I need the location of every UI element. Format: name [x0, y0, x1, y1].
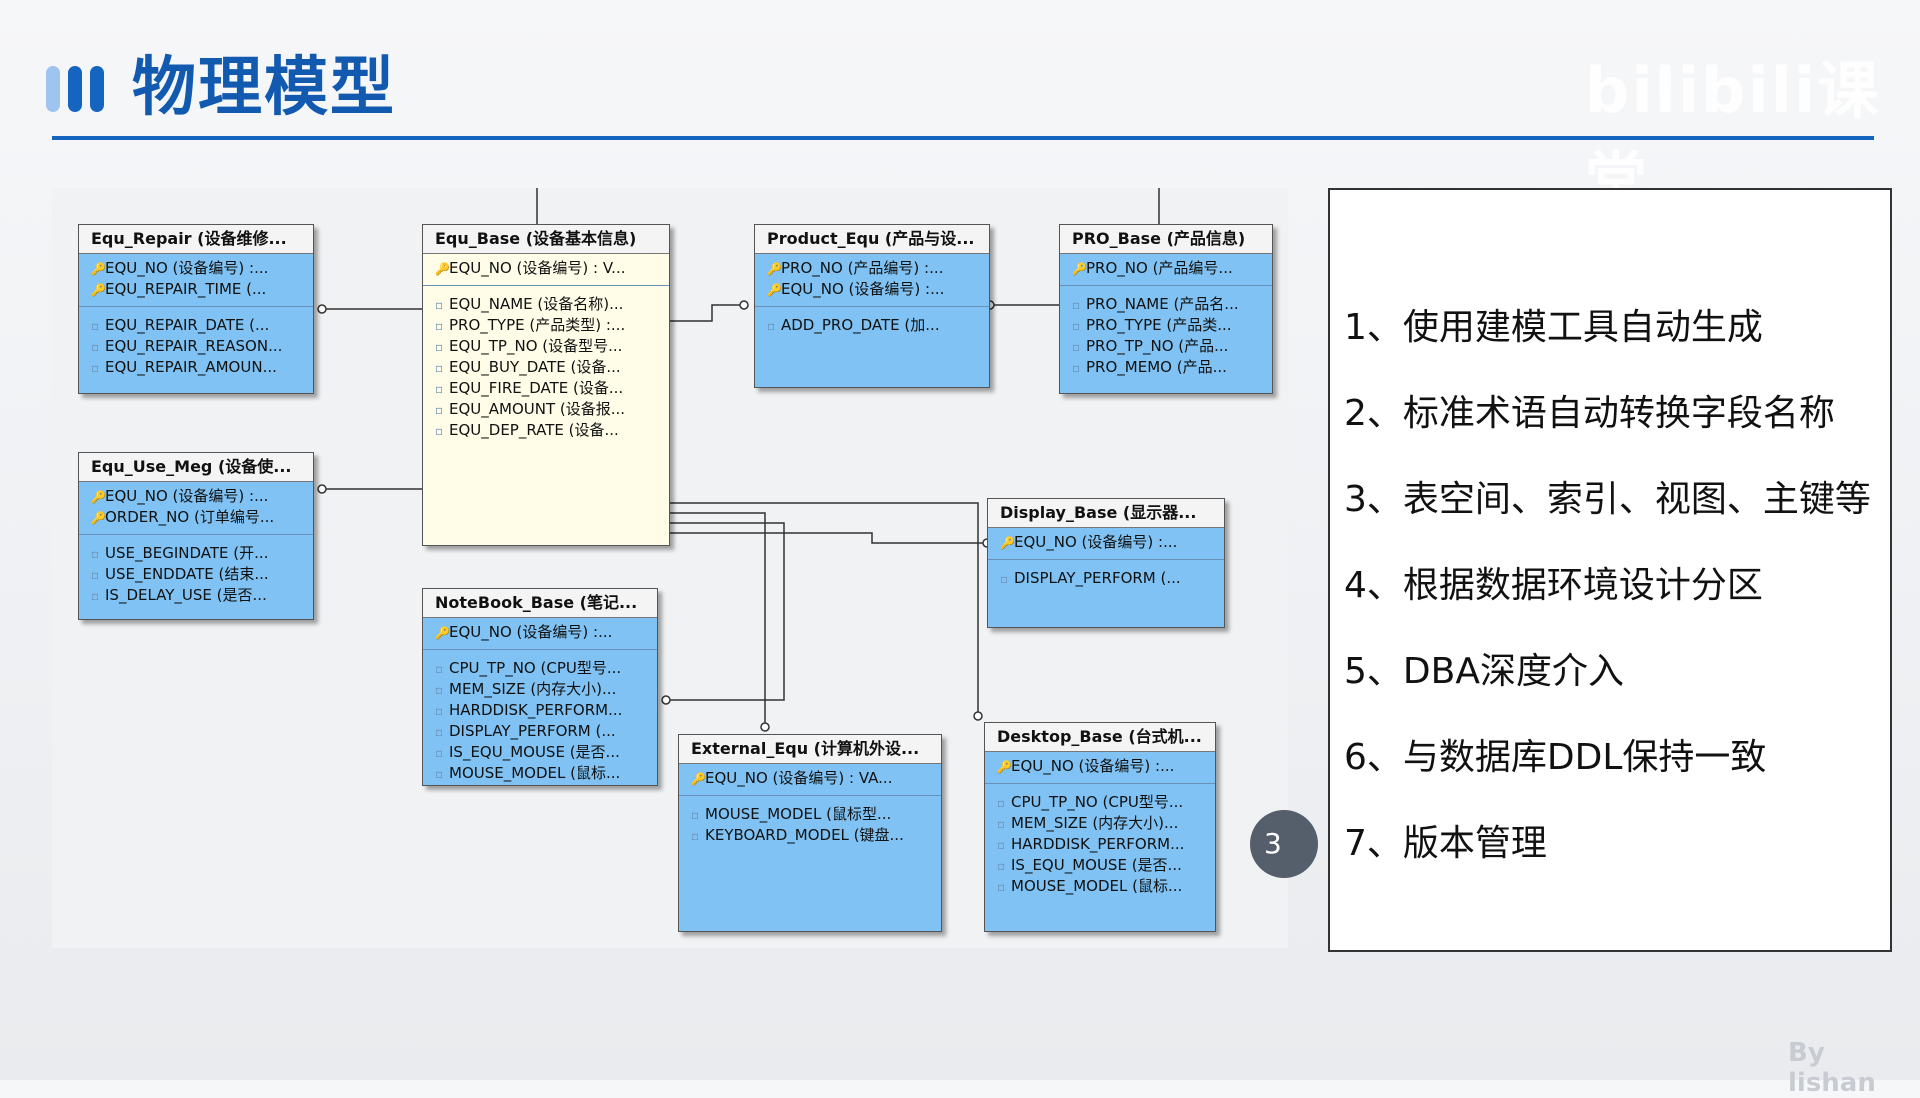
- entity-pro-base[interactable]: PRO_Base (产品信息) 🔑PRO_NO (产品编号... ▫PRO_NA…: [1059, 224, 1273, 394]
- note-item: 1、使用建模工具自动生成: [1344, 307, 1763, 348]
- attribute-dot-icon: ▫: [435, 683, 444, 697]
- note-item: 5、DBA深度介入: [1344, 651, 1624, 692]
- attribute-dot-icon: ▫: [767, 319, 776, 333]
- attribute-dot-icon: ▫: [691, 829, 700, 843]
- author-byline: By lishan: [1788, 1038, 1876, 1098]
- key-icon: 🔑: [91, 262, 106, 276]
- key-icon: 🔑: [1072, 262, 1087, 276]
- rel-line: [670, 532, 987, 544]
- rel-end: [661, 695, 671, 705]
- entity-desktop-base[interactable]: Desktop_Base (台式机... 🔑EQU_NO (设备编号) :...…: [984, 722, 1216, 932]
- entity-title: NoteBook_Base (笔记...: [423, 589, 657, 618]
- entity-external-equ[interactable]: External_Equ (计算机外设... 🔑EQU_NO (设备编号) : …: [678, 734, 942, 932]
- key-icon: 🔑: [767, 262, 782, 276]
- entity-title: PRO_Base (产品信息): [1060, 225, 1272, 254]
- entity-equ-base[interactable]: Equ_Base (设备基本信息) 🔑EQU_NO (设备编号) : V... …: [422, 224, 670, 546]
- attribute-dot-icon: ▫: [91, 361, 100, 375]
- key-icon: 🔑: [767, 283, 782, 297]
- note-item: 2、标准术语自动转换字段名称: [1344, 393, 1835, 434]
- page-title: 物理模型: [132, 51, 396, 125]
- note-item: 7、版本管理: [1344, 823, 1547, 864]
- entity-title: Display_Base (显示器...: [988, 499, 1224, 528]
- rel-line: [670, 512, 766, 731]
- entity-equ-repair[interactable]: Equ_Repair (设备维修... 🔑EQU_NO (设备编号) :... …: [78, 224, 314, 394]
- attribute-dot-icon: ▫: [91, 340, 100, 354]
- attribute-dot-icon: ▫: [435, 298, 444, 312]
- rel-line: [670, 502, 979, 720]
- attribute-dot-icon: ▫: [91, 547, 100, 561]
- rel-line: [666, 522, 785, 701]
- attribute-dot-icon: ▫: [1000, 572, 1009, 586]
- attribute-dot-icon: ▫: [1072, 319, 1081, 333]
- entity-title: Product_Equ (产品与设...: [755, 225, 989, 254]
- attribute-dot-icon: ▫: [91, 589, 100, 603]
- entity-title: Equ_Use_Meg (设备使...: [79, 453, 313, 482]
- attribute-dot-icon: ▫: [997, 880, 1006, 894]
- attribute-dot-icon: ▫: [1072, 298, 1081, 312]
- note-item: 4、根据数据环境设计分区: [1344, 565, 1763, 606]
- attribute-dot-icon: ▫: [691, 808, 700, 822]
- attribute-dot-icon: ▫: [997, 817, 1006, 831]
- attribute-dot-icon: ▫: [91, 568, 100, 582]
- attribute-dot-icon: ▫: [91, 319, 100, 333]
- rel-end: [739, 300, 749, 310]
- entity-product-equ[interactable]: Product_Equ (产品与设... 🔑PRO_NO (产品编号) :...…: [754, 224, 990, 388]
- attribute-dot-icon: ▫: [435, 319, 444, 333]
- attribute-dot-icon: ▫: [1072, 361, 1081, 375]
- entity-equ-use-meg[interactable]: Equ_Use_Meg (设备使... 🔑EQU_NO (设备编号) :... …: [78, 452, 314, 620]
- attribute-dot-icon: ▫: [997, 796, 1006, 810]
- entity-title: Equ_Base (设备基本信息): [423, 225, 669, 254]
- attribute-dot-icon: ▫: [997, 859, 1006, 873]
- attribute-dot-icon: ▫: [435, 704, 444, 718]
- rel-end: [317, 484, 327, 494]
- attribute-dot-icon: ▫: [997, 838, 1006, 852]
- attribute-dot-icon: ▫: [1072, 340, 1081, 354]
- attribute-dot-icon: ▫: [435, 725, 444, 739]
- attribute-dot-icon: ▫: [435, 361, 444, 375]
- attribute-dot-icon: ▫: [435, 403, 444, 417]
- attribute-dot-icon: ▫: [435, 424, 444, 438]
- key-icon: 🔑: [91, 490, 106, 504]
- key-icon: 🔑: [691, 772, 706, 786]
- rel-end: [760, 722, 770, 732]
- attribute-dot-icon: ▫: [435, 382, 444, 396]
- entity-title: External_Equ (计算机外设...: [679, 735, 941, 764]
- note-item: 6、与数据库DDL保持一致: [1344, 737, 1767, 778]
- entity-notebook-base[interactable]: NoteBook_Base (笔记... 🔑EQU_NO (设备编号) :...…: [422, 588, 658, 786]
- title-decoration: [46, 66, 104, 112]
- rel-line: [670, 304, 744, 322]
- key-icon: 🔑: [1000, 536, 1015, 550]
- notes-box: 1、使用建模工具自动生成 2、标准术语自动转换字段名称 3、表空间、索引、视图、…: [1328, 188, 1892, 952]
- attribute-dot-icon: ▫: [435, 340, 444, 354]
- er-diagram: Equ_Repair (设备维修... 🔑EQU_NO (设备编号) :... …: [52, 188, 1288, 948]
- key-icon: 🔑: [997, 760, 1012, 774]
- key-icon: 🔑: [435, 626, 450, 640]
- rel-end: [973, 711, 983, 721]
- entity-display-base[interactable]: Display_Base (显示器... 🔑EQU_NO (设备编号) :...…: [987, 498, 1225, 628]
- attribute-dot-icon: ▫: [435, 767, 444, 781]
- title-divider: [52, 136, 1874, 140]
- key-icon: 🔑: [91, 511, 106, 525]
- rel-end: [317, 304, 327, 314]
- attribute-dot-icon: ▫: [435, 746, 444, 760]
- page-number-badge: 3: [1250, 810, 1318, 878]
- entity-title: Equ_Repair (设备维修...: [79, 225, 313, 254]
- key-icon: 🔑: [91, 283, 106, 297]
- entity-title: Desktop_Base (台式机...: [985, 723, 1215, 752]
- attribute-dot-icon: ▫: [435, 662, 444, 676]
- key-icon: 🔑: [435, 262, 450, 276]
- note-item: 3、表空间、索引、视图、主键等: [1344, 479, 1871, 520]
